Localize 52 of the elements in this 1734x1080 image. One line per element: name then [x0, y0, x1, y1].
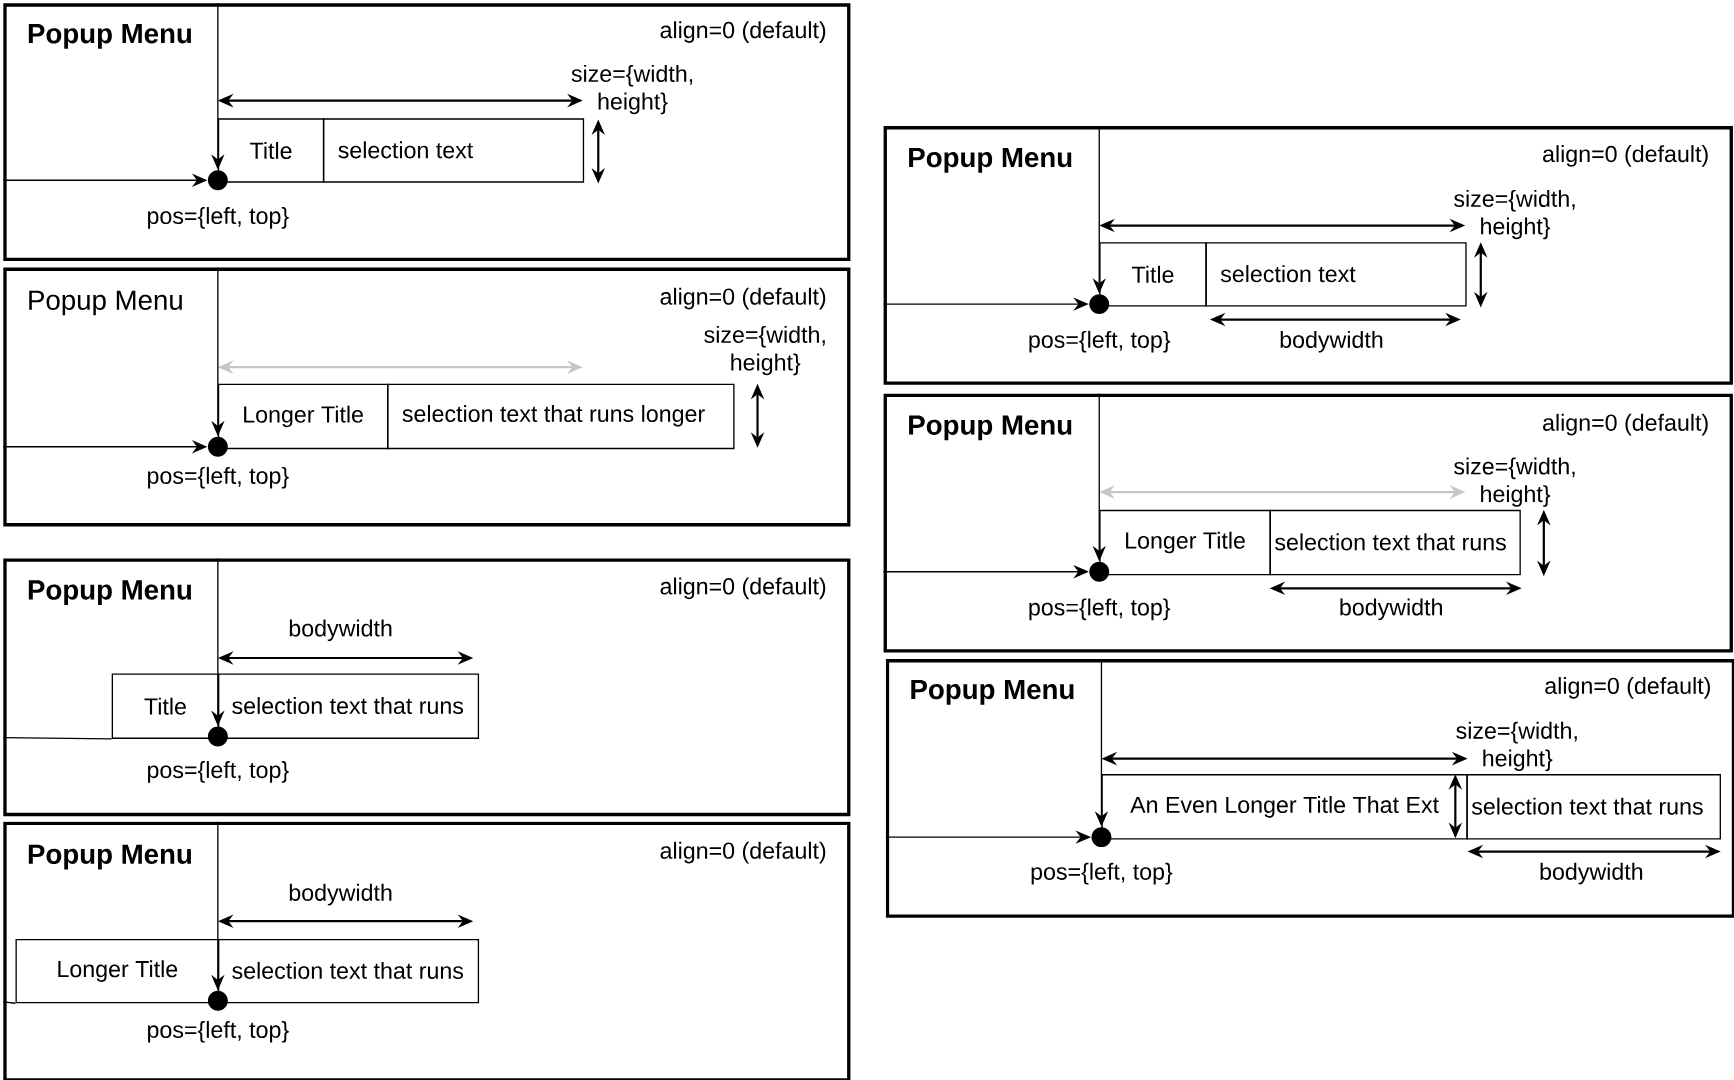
panel-frame	[3, 558, 851, 816]
position-label: pos={left, top}	[1029, 330, 1171, 353]
size-label: size={width, height}	[704, 325, 825, 375]
align-label: align=0 (default)	[1545, 676, 1710, 699]
panel-heading: Popup Menu	[909, 415, 1072, 441]
dimension-label: bodywidth	[289, 883, 392, 906]
panel-heading: Popup Menu	[28, 580, 191, 605]
position-label: pos={left, top}	[148, 1020, 289, 1043]
panel-heading: Popup Menu	[28, 23, 191, 49]
align-label: align=0 (default)	[660, 577, 826, 599]
title-box: An Even Longer Title That Ext	[1101, 773, 1468, 840]
align-label: align=0 (default)	[1543, 144, 1708, 167]
dimension-label: bodywidth	[1540, 862, 1643, 885]
size-label: size={width, height}	[571, 64, 693, 114]
align-label: align=0 (default)	[660, 841, 826, 864]
position-label: pos={left, top}	[1029, 598, 1171, 620]
size-label: size={width, height}	[1454, 189, 1575, 239]
panel-frame	[883, 125, 1733, 385]
title-box: Longer Title	[15, 938, 220, 1004]
dimension-label: bodywidth	[1280, 330, 1383, 353]
title-box: Longer Title	[1099, 509, 1271, 576]
panel-heading: Popup Menu	[909, 147, 1072, 173]
panel-heading: Popup Menu	[28, 844, 191, 870]
title-box: Longer Title	[217, 383, 389, 449]
title-box: Title	[1099, 241, 1207, 307]
selection-box: selection text that runs	[217, 938, 480, 1004]
position-label: pos={left, top}	[148, 466, 289, 489]
position-label: pos={left, top}	[1031, 862, 1173, 885]
dimension-label: bodywidth	[1340, 598, 1442, 620]
position-label: pos={left, top}	[148, 760, 289, 783]
panel-frame	[883, 393, 1733, 653]
dimension-label: bodywidth	[289, 619, 392, 641]
selection-box: selection text that runs longer	[387, 383, 735, 449]
panel-frame	[3, 267, 851, 527]
selection-box: selection text	[322, 118, 585, 183]
selection-box: selection text	[1205, 241, 1467, 307]
selection-box: selection text that runs	[1466, 773, 1721, 840]
size-label: size={width, height}	[1456, 721, 1577, 771]
panel-frame	[3, 3, 851, 261]
title-box: Title	[111, 673, 220, 739]
align-label: align=0 (default)	[1543, 413, 1708, 436]
panel-heading: Popup Menu	[29, 290, 182, 316]
title-box: Title	[217, 118, 325, 183]
panel-frame	[885, 658, 1734, 918]
align-label: align=0 (default)	[660, 21, 826, 43]
selection-box: selection text that runs	[1269, 509, 1521, 576]
panel-frame	[3, 821, 851, 1080]
size-label: size={width, height}	[1454, 457, 1575, 507]
align-label: align=0 (default)	[660, 287, 826, 310]
selection-box: selection text that runs	[217, 673, 480, 739]
position-label: pos={left, top}	[148, 206, 289, 229]
panel-heading: Popup Menu	[911, 679, 1074, 705]
